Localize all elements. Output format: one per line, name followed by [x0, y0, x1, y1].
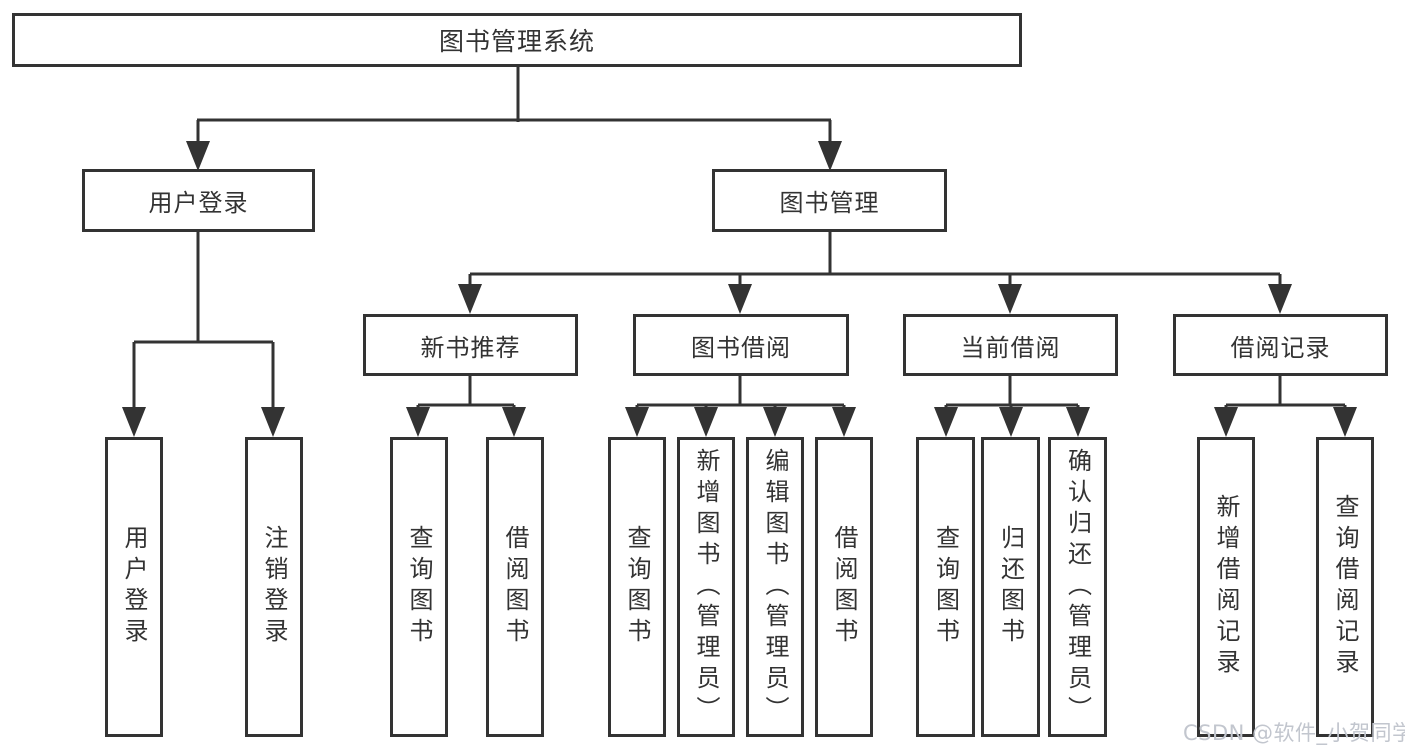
- leaf-label: 确认归还（管理员）: [1063, 447, 1092, 727]
- node-root: 图书管理系统: [12, 13, 1022, 67]
- leaf-label: 新增图书（管理员）: [692, 447, 720, 727]
- leaf-label: 查询图书: [623, 525, 651, 649]
- node-user-login: 用户登录: [82, 169, 315, 232]
- node-leaf-borrow-edit: 编辑图书（管理员）: [746, 437, 804, 737]
- node-leaf-current-confirm: 确认归还（管理员）: [1048, 437, 1107, 737]
- node-leaf-current-query: 查询图书: [916, 437, 975, 737]
- leaf-label: 编辑图书（管理员）: [761, 447, 789, 727]
- node-leaf-records-query: 查询借阅记录: [1316, 437, 1374, 737]
- node-borrow-records: 借阅记录: [1173, 314, 1388, 376]
- leaf-label: 查询借阅记录: [1331, 494, 1359, 680]
- node-leaf-borrow-add: 新增图书（管理员）: [677, 437, 735, 737]
- leaf-label: 查询图书: [931, 525, 960, 649]
- node-leaf-borrow-borrow: 借阅图书: [815, 437, 873, 737]
- leaf-label: 借阅图书: [830, 525, 858, 649]
- node-leaf-records-add: 新增借阅记录: [1197, 437, 1255, 737]
- node-book-borrow: 图书借阅: [633, 314, 849, 376]
- node-book-mgmt: 图书管理: [712, 169, 947, 232]
- node-leaf-newbook-borrow: 借阅图书: [486, 437, 544, 737]
- node-leaf-logout: 注销登录: [245, 437, 303, 737]
- leaf-label: 归还图书: [996, 525, 1025, 649]
- node-user-login-label: 用户登录: [148, 189, 249, 217]
- node-current-borrow-label: 当前借阅: [960, 333, 1061, 362]
- leaf-label: 查询图书: [405, 525, 433, 649]
- leaf-label: 注销登录: [260, 525, 288, 649]
- node-new-book-rec-label: 新书推荐: [420, 333, 521, 362]
- leaf-label: 新增借阅记录: [1212, 494, 1240, 680]
- node-new-book-rec: 新书推荐: [363, 314, 578, 376]
- node-current-borrow: 当前借阅: [903, 314, 1118, 376]
- leaf-label: 借阅图书: [501, 525, 529, 649]
- node-root-label: 图书管理系统: [438, 27, 595, 56]
- node-book-mgmt-label: 图书管理: [779, 189, 880, 217]
- node-leaf-user-login: 用户登录: [105, 437, 163, 737]
- node-borrow-records-label: 借阅记录: [1230, 333, 1331, 362]
- connector-arrows: [122, 141, 1357, 437]
- leaf-label: 用户登录: [120, 525, 148, 649]
- node-leaf-newbook-query: 查询图书: [390, 437, 448, 737]
- node-book-borrow-label: 图书借阅: [691, 333, 791, 362]
- node-leaf-borrow-query: 查询图书: [608, 437, 666, 737]
- node-leaf-current-return: 归还图书: [981, 437, 1040, 737]
- watermark: CSDN @软件_小贺同学: [1183, 721, 1405, 745]
